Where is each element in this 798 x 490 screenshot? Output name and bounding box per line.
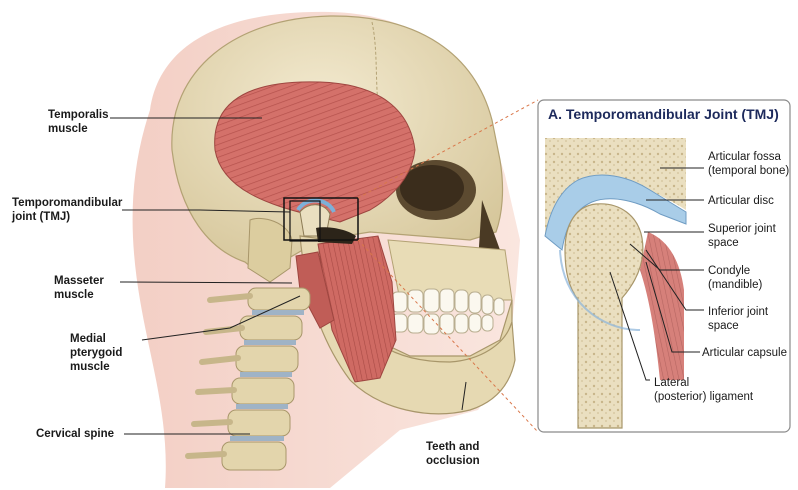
- label-articular-fossa: Articular fossa (temporal bone): [708, 150, 789, 178]
- label-medial-pterygoid: Medial pterygoid muscle: [70, 332, 122, 374]
- label-inferior-space: Inferior joint space: [708, 305, 768, 333]
- label-lateral-ligament: Lateral (posterior) ligament: [654, 376, 753, 404]
- label-teeth: Teeth and occlusion: [426, 440, 480, 468]
- label-cervical-spine: Cervical spine: [36, 427, 114, 441]
- label-superior-space: Superior joint space: [708, 222, 776, 250]
- label-tmj: Temporomandibular joint (TMJ): [12, 196, 122, 224]
- label-temporalis: Temporalis muscle: [48, 108, 109, 136]
- label-condyle: Condyle (mandible): [708, 264, 762, 292]
- inset-title: A. Temporomandibular Joint (TMJ): [548, 106, 779, 122]
- label-articular-capsule: Articular capsule: [702, 346, 787, 360]
- label-masseter: Masseter muscle: [54, 274, 104, 302]
- label-articular-disc: Articular disc: [708, 194, 774, 208]
